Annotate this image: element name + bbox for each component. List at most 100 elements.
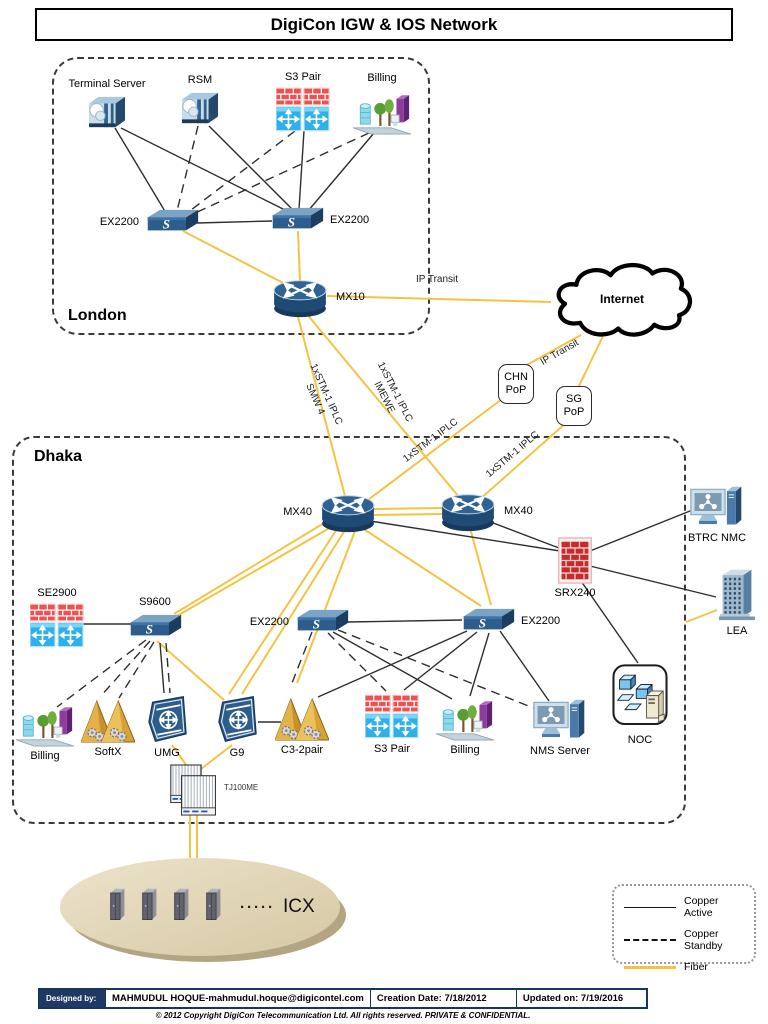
ex2200-dhaka-left-label: EX2200: [249, 616, 289, 628]
legend-row-fiber: Fiber: [624, 961, 746, 973]
region-london: London: [52, 57, 430, 335]
router-icon: [317, 489, 379, 535]
s3-pair-london-label: S3 Pair: [284, 71, 322, 83]
svg-text:S: S: [313, 617, 320, 632]
chn-pop: CHN PoP: [498, 364, 534, 404]
rsm: [178, 90, 222, 126]
link-copper: [369, 520, 561, 552]
link-copper: [469, 632, 490, 697]
billing-dhaka-left: [16, 700, 74, 747]
legend-label-fiber: Fiber: [684, 961, 708, 973]
terminal-server: [85, 94, 129, 130]
link-fiber: [156, 640, 225, 701]
link-fiber: [173, 519, 330, 615]
link-fiber: [373, 513, 445, 516]
g9-label: G9: [229, 747, 245, 759]
link-fiber: [182, 230, 292, 288]
creation-date: Creation Date: 7/18/2012: [371, 990, 517, 1007]
mx40-left: [317, 489, 379, 535]
link-copper: [487, 520, 560, 549]
ex2200-dhaka-right: S: [460, 606, 516, 636]
page-title: DigiCon IGW & IOS Network: [270, 14, 498, 34]
link-copper: [580, 580, 639, 664]
se2900-label: SE2900: [37, 587, 77, 599]
s3-pair-dhaka-label: S3 Pair: [373, 743, 411, 755]
link-fiber: [241, 529, 346, 695]
internet: [546, 260, 698, 340]
btrc-nmc: [689, 484, 745, 529]
s3-pair-dhaka: [365, 694, 419, 740]
umg-label: UMG: [154, 747, 180, 759]
server-icon: [178, 90, 222, 126]
switch-icon: S: [269, 205, 325, 235]
lea-label: LEA: [726, 625, 748, 637]
fiber-line-icon: [624, 965, 676, 969]
link-standby: [165, 642, 171, 694]
link-standby: [56, 639, 147, 708]
icx-cabinet-icon: [172, 887, 191, 928]
softswitch-icon: [275, 697, 329, 741]
ex2200-london-right: S: [269, 205, 325, 235]
ex2200-london-right-label: EX2200: [330, 214, 370, 226]
g9: [216, 694, 259, 744]
link-standby: [192, 132, 370, 215]
c3-2pair-label: C3-2pair: [280, 743, 324, 756]
legend-label-copper-standby: Copper Standby: [684, 928, 723, 952]
link-fiber: [200, 744, 233, 770]
switch-icon: S: [294, 607, 350, 637]
region-dhaka: Dhaka: [12, 436, 686, 824]
sg-pop: SG PoP: [556, 386, 592, 426]
link-fiber: [363, 398, 503, 504]
billing-icon: [353, 88, 411, 135]
link-standby: [176, 125, 199, 212]
billing-london-label: Billing: [367, 71, 397, 84]
designer-name: MAHMUDUL HOQUE-mahmudul.hoque@digicontel…: [106, 990, 371, 1007]
tj100me-label: TJ100ME: [224, 783, 259, 792]
switch-icon: S: [460, 606, 516, 636]
firewall-pair-icon: [365, 694, 419, 740]
link-fiber: [478, 421, 568, 501]
internet-label: Internet: [599, 292, 644, 306]
building-icon: [719, 566, 755, 622]
icx-cabinets: [108, 887, 236, 928]
link-standby: [99, 640, 151, 698]
copyright-line: © 2012 Copyright DigiCon Telecommunicati…: [155, 1011, 531, 1020]
updated-date: Updated on: 7/19/2016: [522, 993, 624, 1004]
tj100me: [169, 763, 219, 817]
link-copper: [589, 508, 696, 552]
firewall-pair-icon: [30, 603, 84, 649]
link-copper: [307, 132, 375, 212]
link-fiber: [228, 528, 338, 695]
rsm-label: RSM: [187, 74, 213, 86]
gateway-icon: [216, 694, 259, 744]
edge-label: IP Transit: [415, 274, 459, 285]
link-fiber: [296, 312, 346, 497]
softswitch-icon: [81, 699, 135, 743]
icx-cabinet-icon: [108, 887, 127, 928]
link-copper: [196, 220, 273, 224]
link-copper: [499, 630, 550, 702]
se2900: [30, 603, 84, 649]
icx-cabinet-icon: [140, 887, 159, 928]
icx-label: ICX: [282, 896, 315, 917]
ex2200-dhaka-right-label: EX2200: [521, 615, 561, 627]
link-fiber: [373, 507, 445, 510]
mx40-right-label: MX40: [504, 505, 533, 517]
link-standby: [327, 632, 387, 692]
ex2200-dhaka-left: S: [294, 607, 350, 637]
btrc-nmc-label: BTRC NMC: [687, 531, 747, 544]
icx-cloud: ····· ICX: [60, 858, 340, 956]
legend-row-copper-active: Copper Active: [624, 895, 746, 919]
billing-dhaka-right-label: Billing: [450, 743, 480, 756]
title-box: DigiCon IGW & IOS Network: [35, 8, 733, 41]
link-standby: [186, 130, 296, 214]
region-dhaka-label: Dhaka: [34, 448, 83, 465]
ex2200-london-left-label: EX2200: [99, 216, 139, 228]
legend-label-copper-active: Copper Active: [684, 895, 719, 919]
srx240-label: SRX240: [554, 586, 596, 599]
billing-london: [353, 88, 411, 135]
srx240: [558, 536, 592, 584]
link-fiber: [361, 527, 482, 607]
link-copper: [403, 631, 478, 691]
